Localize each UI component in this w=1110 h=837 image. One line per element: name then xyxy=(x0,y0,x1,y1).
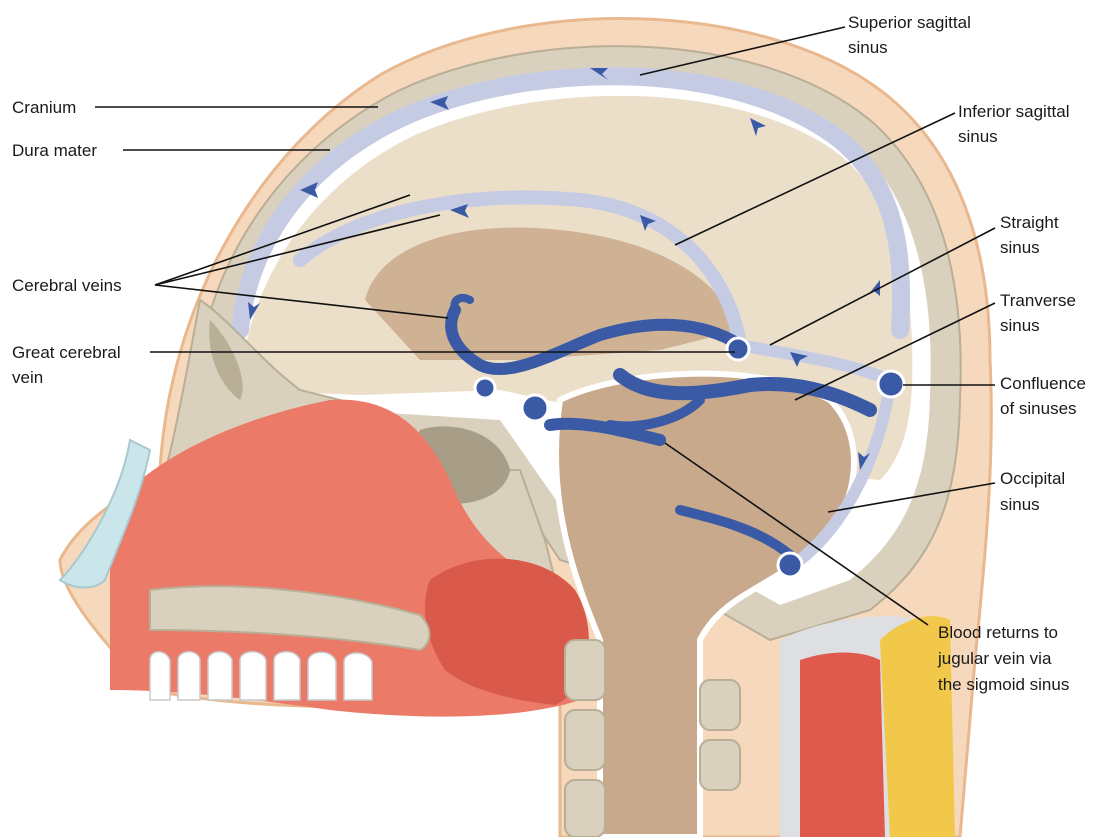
label-inferior-sagittal-sinus: Inferior sagittal sinus xyxy=(958,102,1074,146)
sinus-section-small xyxy=(475,378,495,398)
anatomy-illustration xyxy=(60,19,991,837)
label-blood-returns: Blood returns to jugular vein via the si… xyxy=(937,623,1069,694)
sinus-section-left xyxy=(522,395,548,421)
confluence-section xyxy=(878,371,904,397)
label-transverse-sinus: Tranverse sinus xyxy=(1000,291,1081,335)
label-superior-sagittal-sinus: Superior sagittal sinus xyxy=(848,13,976,57)
label-cranium: Cranium xyxy=(12,98,76,117)
label-cerebral-veins: Cerebral veins xyxy=(12,276,122,295)
label-occipital-sinus: Occipital sinus xyxy=(1000,469,1070,514)
label-confluence-of-sinuses: Confluence of sinuses xyxy=(1000,374,1091,418)
label-dura-mater: Dura mater xyxy=(12,141,97,160)
occipital-section xyxy=(778,553,802,577)
neck-muscles xyxy=(780,616,955,837)
label-straight-sinus: Straight sinus xyxy=(1000,213,1063,257)
straight-sinus-section xyxy=(727,338,749,360)
label-great-cerebral-vein: Great cerebral vein xyxy=(12,343,125,387)
